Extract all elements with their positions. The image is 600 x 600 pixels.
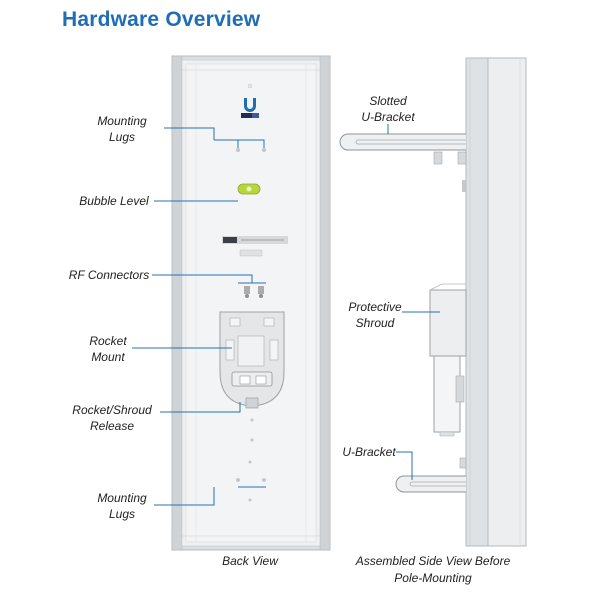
callout-protective-shroud: Protective Shroud [340,299,410,331]
u-bracket [395,457,467,493]
callout-slotted-u-bracket: Slotted U-Bracket [354,93,422,125]
rocket-mount [219,311,285,407]
leader-lines [132,124,440,506]
caption-line: Assembled Side View Before [355,554,511,568]
mounting-lugs-top [236,148,266,152]
callout-line: Mounting [97,114,147,128]
protective-shroud [429,283,467,437]
callout-bubble-level: Bubble Level [74,193,154,209]
leader-rocket-shroud-release [160,402,241,413]
callout-line: Slotted [369,94,407,108]
callout-rf-connectors: RF Connectors [66,267,152,283]
page-title: Hardware Overview [62,8,261,31]
product-label-plate [222,236,288,257]
side-view-panel [465,57,527,547]
callout-rocket-shroud-release: Rocket/Shroud Release [66,402,158,434]
callout-line: RF Connectors [68,268,150,282]
callout-line: Mount [91,350,125,364]
caption-line: Pole-Mounting [394,571,472,585]
callout-line: Bubble Level [79,194,149,208]
callout-line: Shroud [355,316,395,330]
caption-line: Back View [222,554,278,568]
callout-line: Lugs [108,507,136,521]
callout-line: Lugs [108,130,136,144]
callout-line: U-Bracket [361,110,415,124]
callout-line: U-Bracket [342,445,396,459]
callout-line: Protective [348,300,402,314]
back-view-caption: Back View [200,553,300,570]
rocket-shroud-release [245,397,259,442]
rf-connectors [244,286,264,298]
leader-mounting-lugs-top [164,127,215,140]
back-view-panel [171,55,331,551]
callout-rocket-mount: Rocket Mount [80,333,136,365]
bubble-level [237,183,261,195]
ubiquiti-logo-icon [241,83,259,118]
callout-mounting-lugs-top: Mounting Lugs [86,113,158,145]
callout-u-bracket: U-Bracket [338,444,400,460]
callout-mounting-lugs-bottom: Mounting Lugs [86,490,158,522]
leader-u-bracket [396,451,413,480]
callout-line: Release [89,419,135,433]
leader-mounting-lugs-bottom [154,487,215,506]
leader-rf-connectors [152,274,253,283]
slotted-u-bracket [339,133,467,192]
callout-line: Rocket [89,334,127,348]
callout-line: Mounting [97,491,147,505]
callout-line: Rocket/Shroud [72,403,152,417]
side-view-caption: Assembled Side View Before Pole-Mounting [348,553,518,587]
mounting-lugs-bottom [236,460,266,502]
